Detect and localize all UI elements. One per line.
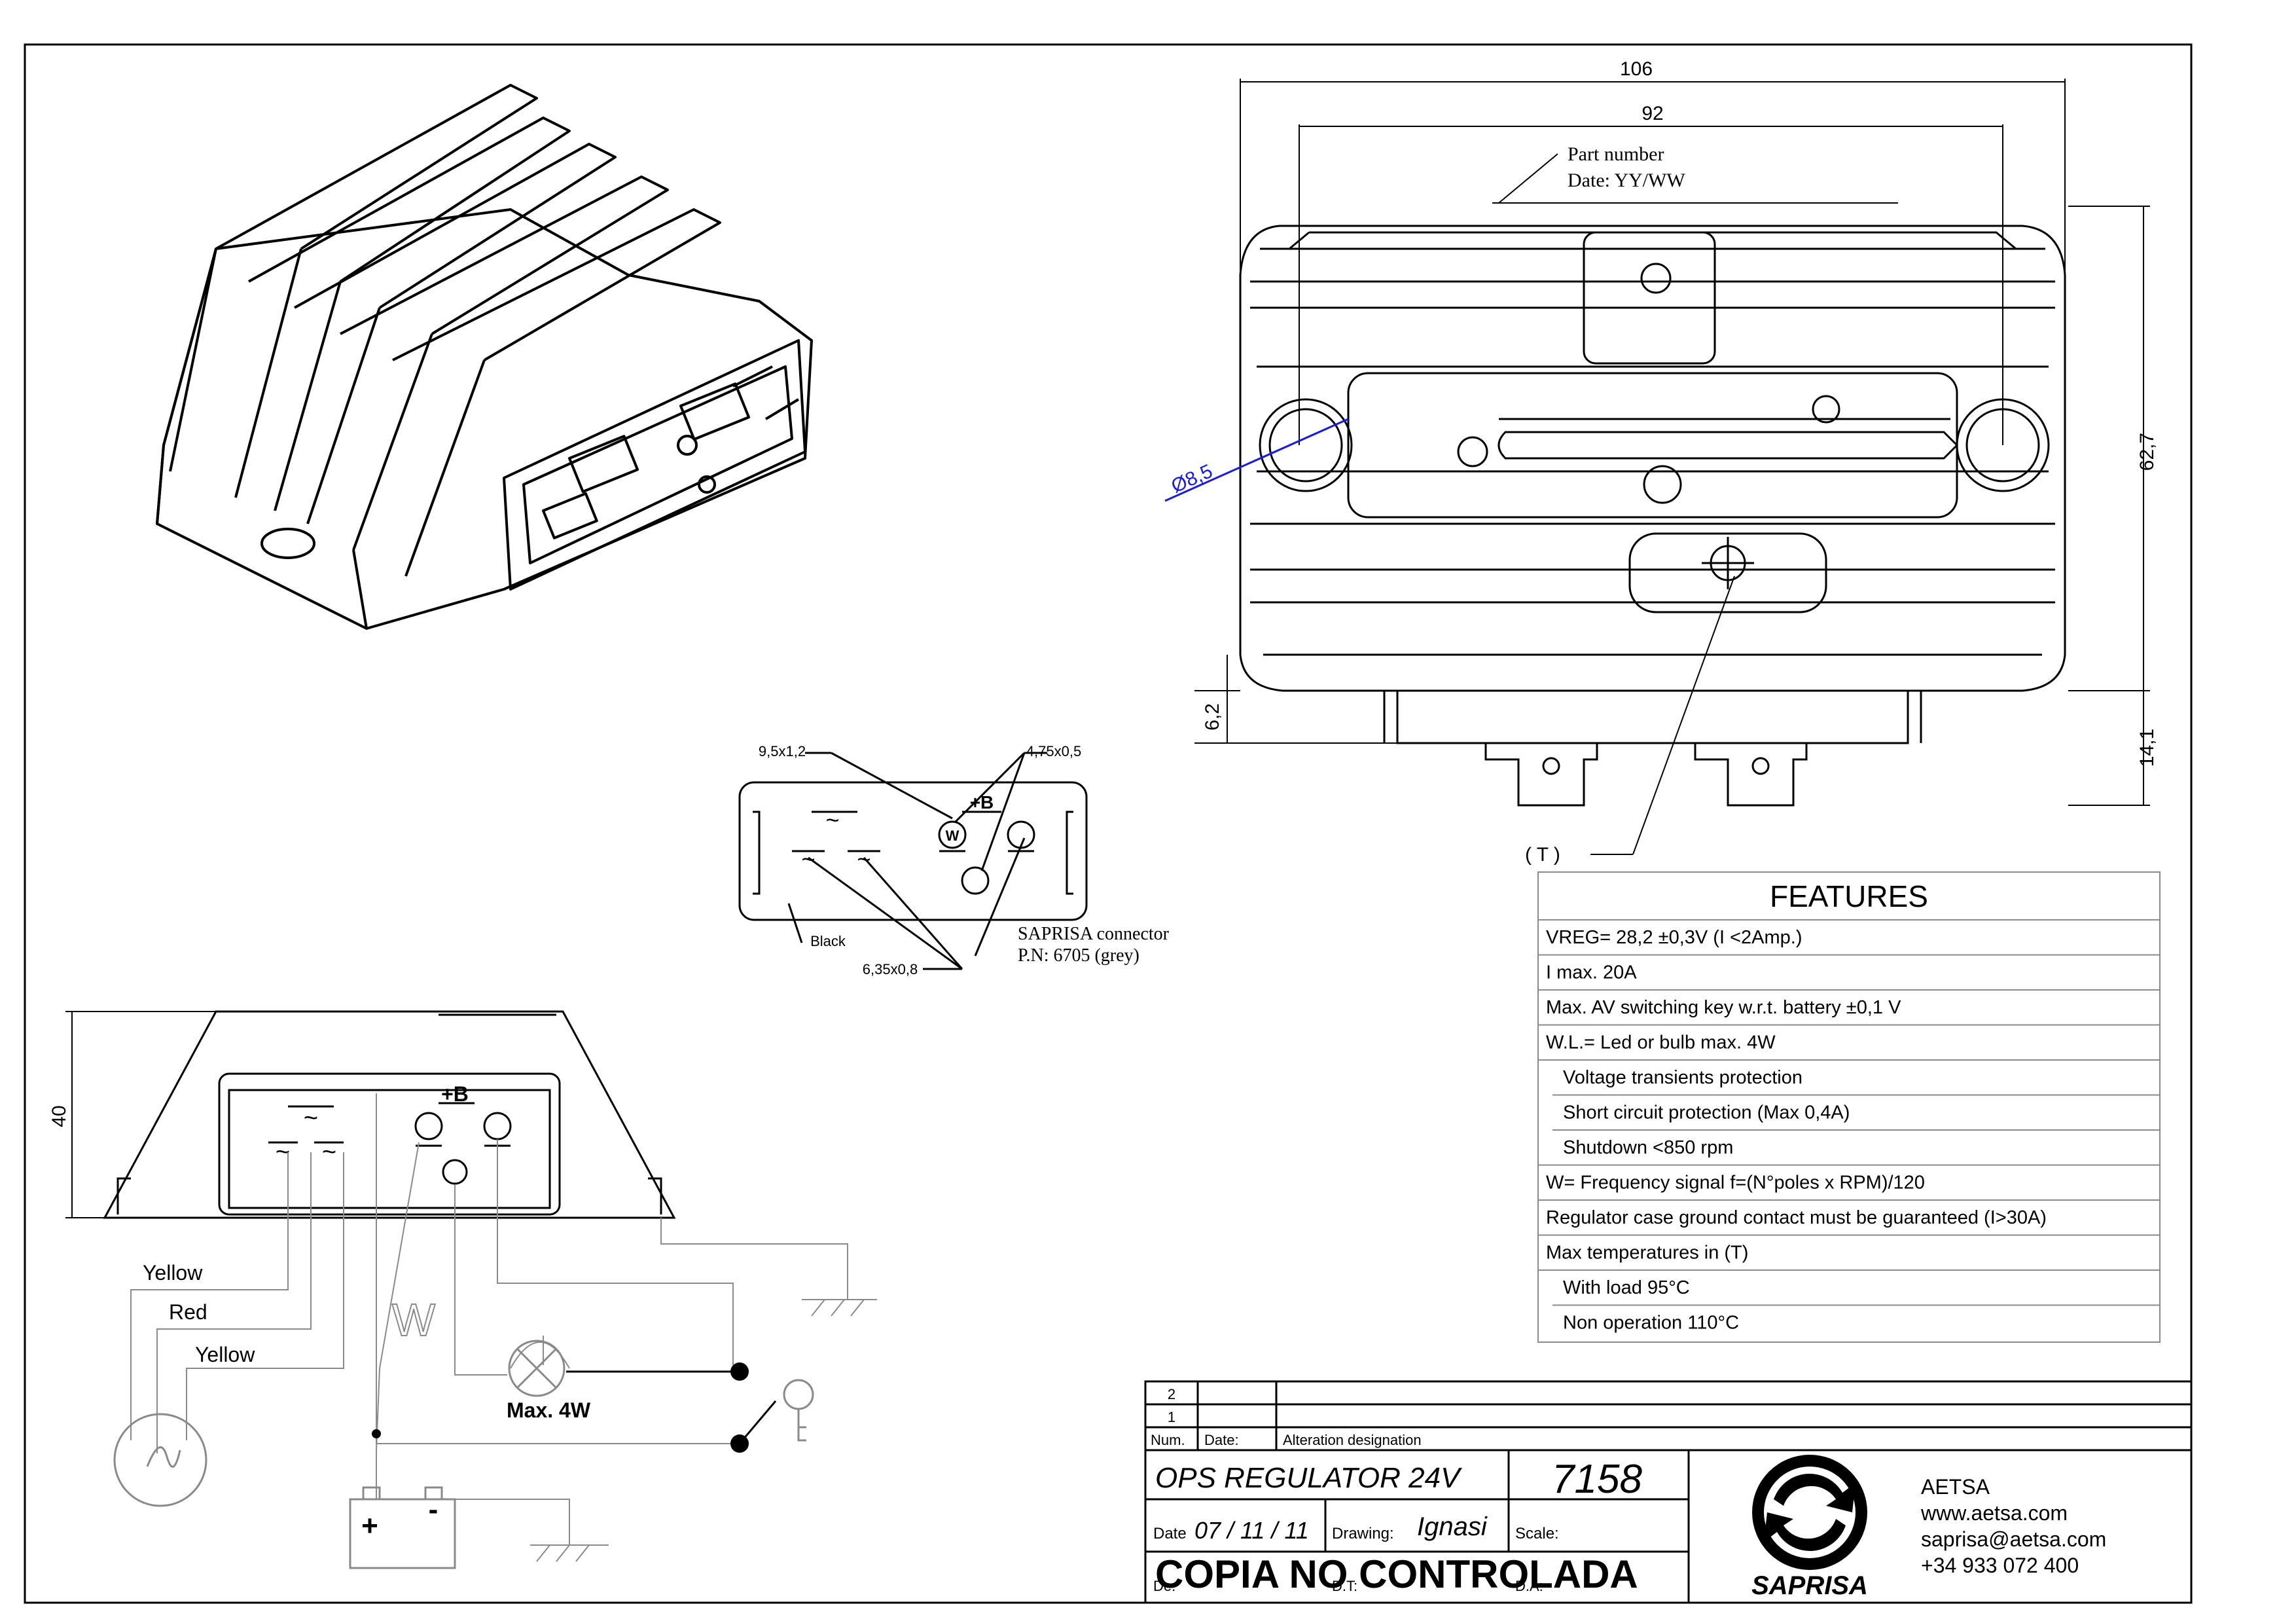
node-dot-2 xyxy=(730,1434,749,1453)
company-email: saprisa@aetsa.com xyxy=(1921,1527,2106,1551)
side-wave2: ~ xyxy=(276,1139,290,1166)
dim-terminal-height: 14,1 xyxy=(2136,729,2158,767)
feature-item: Max temperatures in (T) xyxy=(1546,1243,1748,1264)
dim-height: 62,7 xyxy=(2136,433,2158,471)
title-block xyxy=(1144,1380,2193,1604)
dim-side-height: 40 xyxy=(48,1105,70,1127)
col-alteration-label: Alteration designation xyxy=(1283,1432,1422,1448)
side-view xyxy=(103,1010,676,1219)
connector-wave2: ~ xyxy=(801,846,815,873)
lamp-rating-label: Max. 4W xyxy=(507,1398,591,1422)
feature-item: Short circuit protection (Max 0,4A) xyxy=(1563,1103,1850,1123)
features-table xyxy=(1537,871,2161,1343)
node-dot-1 xyxy=(730,1362,749,1381)
connector-spec-flat: 9,5x1,2 xyxy=(759,743,806,759)
col-date-label: Date: xyxy=(1204,1432,1239,1448)
company-web: www.aetsa.com xyxy=(1920,1501,2068,1525)
features-rows: VREG= 28,2 ±0,3V (I <2Amp.) I max. 20A Max… xyxy=(1538,927,2160,1334)
connector-wave3: ~ xyxy=(857,846,870,873)
top-view xyxy=(1239,225,2066,807)
feature-item: VREG= 28,2 ±0,3V (I <2Amp.) xyxy=(1546,927,1803,948)
wiring-diagram xyxy=(130,1093,877,1562)
temperature-point-label: ( T ) xyxy=(1525,844,1560,866)
connector-spec-small: 4,75x0,5 xyxy=(1026,743,1081,759)
alternator-symbol xyxy=(113,1413,207,1507)
wire-label-1: Yellow xyxy=(143,1261,203,1285)
da-label: D.A: xyxy=(1515,1578,1543,1594)
saprisa-logo-icon: SAPRISA xyxy=(1751,1455,1868,1600)
connector-color: Black xyxy=(810,933,846,949)
node-dot-3 xyxy=(372,1429,381,1438)
side-pin-batt: +B xyxy=(441,1082,469,1106)
svg-text:SAPRISA: SAPRISA xyxy=(1751,1571,1868,1600)
key-icon xyxy=(783,1379,814,1442)
feature-item: Max. AV switching key w.r.t. battery ±0,… xyxy=(1546,997,1901,1018)
scale-label: Scale: xyxy=(1515,1525,1559,1542)
date-label: Date xyxy=(1153,1525,1187,1542)
rev-row-1: 1 xyxy=(1168,1409,1175,1425)
features-title: FEATURES xyxy=(1770,879,1928,913)
uncontrolled-copy-stamp: COPIA NO CONTROLADA xyxy=(1155,1552,1638,1596)
connector-view xyxy=(738,752,1088,970)
connector-pin-w: W xyxy=(946,828,960,844)
connector-pin-batt: +B xyxy=(970,792,994,812)
wire-label-2: Red xyxy=(169,1300,207,1324)
col-num-label: Num. xyxy=(1151,1432,1185,1448)
feature-item: W= Frequency signal f=(N°poles x RPM)/12… xyxy=(1546,1173,1925,1194)
feature-item: I max. 20A xyxy=(1546,962,1637,983)
dimension-lines xyxy=(1194,79,2150,855)
warning-lamp-symbol xyxy=(508,1340,565,1397)
feature-item: With load 95°C xyxy=(1563,1277,1690,1298)
feature-item: Regulator case ground contact must be gu… xyxy=(1546,1207,2047,1228)
dim-hole-diameter: Ø8,5 xyxy=(1168,460,1216,498)
wire-label-3: Yellow xyxy=(195,1343,255,1366)
date-value: 07 / 11 / 11 xyxy=(1194,1517,1309,1544)
dim-base-offset: 6,2 xyxy=(1202,703,1223,731)
sheet-border xyxy=(24,43,2193,1604)
lamp-line xyxy=(566,1370,777,1444)
date-code-note: Date: YY/WW xyxy=(1568,170,1685,191)
feature-item: W.L.= Led or bulb max. 4W xyxy=(1546,1032,1776,1053)
dim-hole-pitch: 92 xyxy=(1641,103,1663,124)
company-name: AETSA xyxy=(1921,1475,1990,1499)
rev-row-2: 2 xyxy=(1168,1386,1175,1402)
diameter-leader xyxy=(1164,418,1349,502)
feature-item: Non operation 110°C xyxy=(1563,1313,1739,1334)
drawing-author: Ignasi xyxy=(1417,1512,1488,1541)
connector-name: SAPRISA connector xyxy=(1018,924,1170,944)
drawing-number: 7158 xyxy=(1552,1457,1642,1502)
dim-overall-width: 106 xyxy=(1620,58,1653,80)
connector-spec-tab: 6,35x0,8 xyxy=(863,961,918,977)
company-phone: +34 933 072 400 xyxy=(1921,1554,2079,1577)
battery-symbol xyxy=(349,1486,456,1569)
side-wave1: ~ xyxy=(304,1104,318,1132)
de-label: De: xyxy=(1153,1578,1175,1594)
side-dimension xyxy=(65,1011,216,1218)
w-signal-label: W xyxy=(392,1294,435,1345)
connector-part-number: P.N: 6705 (grey) xyxy=(1018,945,1139,966)
drawing-author-label: Drawing: xyxy=(1332,1525,1394,1542)
isometric-view xyxy=(156,84,813,630)
side-wave3: ~ xyxy=(322,1139,336,1166)
battery-plus: + xyxy=(361,1510,378,1542)
feature-item: Voltage transients protection xyxy=(1563,1067,1803,1088)
dt-label: D.T: xyxy=(1332,1578,1357,1594)
feature-item: Shutdown <850 rpm xyxy=(1563,1137,1733,1158)
battery-minus: - xyxy=(429,1493,439,1525)
part-number-note: Part number xyxy=(1568,143,1664,165)
drawing-title: OPS REGULATOR 24V xyxy=(1155,1462,1462,1494)
connector-wave1: ~ xyxy=(825,807,839,833)
